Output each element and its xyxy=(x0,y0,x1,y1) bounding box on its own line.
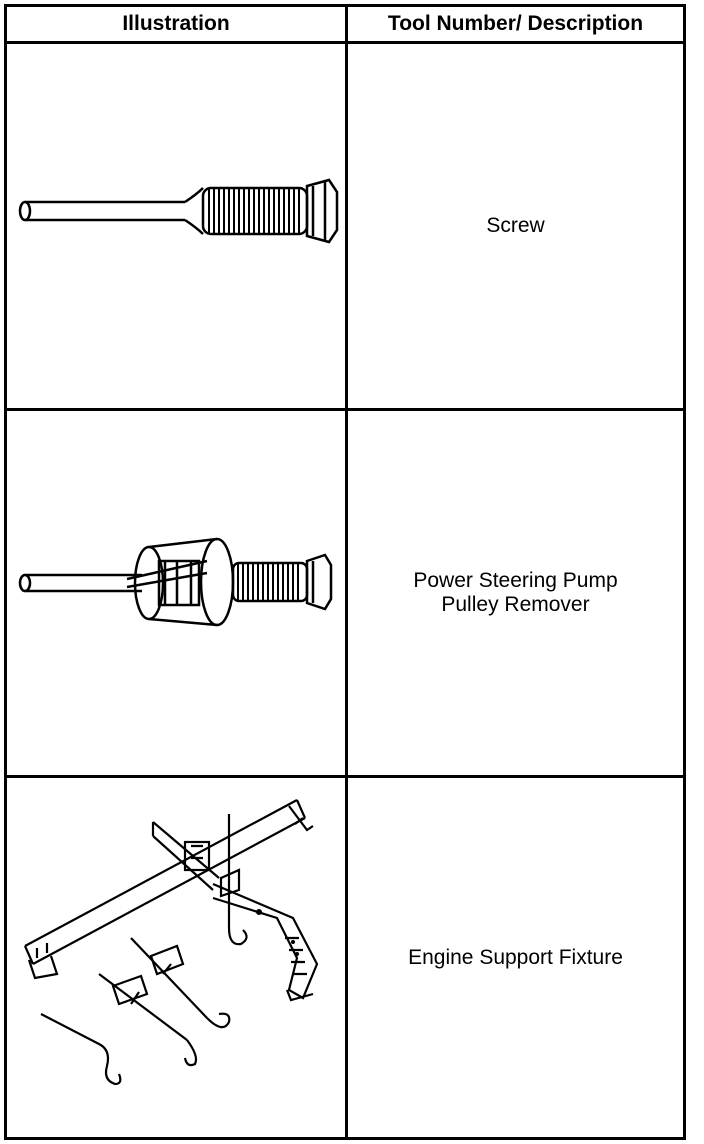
description-header: Tool Number/ Description xyxy=(387,12,644,35)
pulley-remover-icon xyxy=(18,537,333,627)
table-row xyxy=(7,778,345,1137)
table-row xyxy=(7,44,345,408)
row-divider xyxy=(7,775,683,778)
row-divider xyxy=(7,408,683,411)
description-cell: Screw xyxy=(348,44,683,408)
column-divider xyxy=(345,7,348,1137)
description-line: Power Steering Pump xyxy=(413,569,618,592)
tool-table: Illustration Tool Number/ Description Sc… xyxy=(4,4,686,1140)
description-cell: Power Steering Pump Pulley Remover xyxy=(348,411,683,775)
header-divider xyxy=(7,41,683,44)
description-line: Pulley Remover xyxy=(441,593,590,616)
table-row xyxy=(7,411,345,775)
description-line: Engine Support Fixture xyxy=(408,945,623,969)
screw-icon xyxy=(18,178,339,244)
engine-support-fixture-icon xyxy=(23,799,319,1086)
description-line: Screw xyxy=(486,214,545,237)
description-cell: Engine Support Fixture xyxy=(348,778,683,1137)
illustration-header: Illustration xyxy=(122,12,230,35)
